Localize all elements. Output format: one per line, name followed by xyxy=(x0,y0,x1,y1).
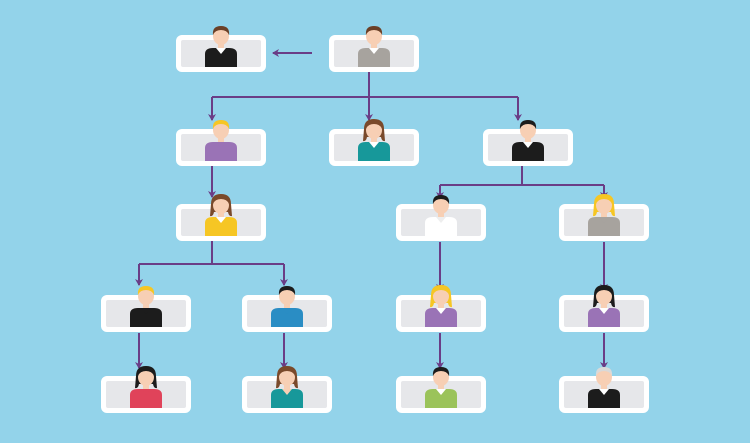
org-card xyxy=(559,367,649,413)
person-avatar-icon xyxy=(358,26,390,67)
line-ceo-branches xyxy=(212,72,518,98)
person-avatar-icon xyxy=(205,120,237,161)
person-avatar-icon xyxy=(205,26,237,67)
org-card xyxy=(242,366,332,413)
org-card xyxy=(329,26,419,72)
org-card xyxy=(101,286,191,332)
person-avatar-icon xyxy=(425,285,457,327)
org-card xyxy=(396,367,486,413)
line-a-subs xyxy=(139,241,284,265)
person-avatar-icon xyxy=(425,195,457,236)
org-card xyxy=(559,285,649,332)
person-avatar-icon xyxy=(512,120,544,161)
org-card xyxy=(396,195,486,241)
person-avatar-icon xyxy=(425,367,457,408)
line-c-subs xyxy=(440,166,604,186)
person-avatar-icon xyxy=(205,194,237,236)
person-avatar-icon xyxy=(588,285,620,327)
person-avatar-icon xyxy=(271,366,303,408)
org-card xyxy=(176,26,266,72)
person-avatar-icon xyxy=(130,366,162,408)
org-card xyxy=(396,285,486,332)
person-avatar-icon xyxy=(588,367,620,408)
org-card xyxy=(329,119,419,166)
person-avatar-icon xyxy=(271,286,303,327)
org-card xyxy=(176,120,266,166)
org-card xyxy=(242,286,332,332)
person-avatar-icon xyxy=(130,286,162,327)
org-card xyxy=(559,194,649,241)
org-card xyxy=(101,366,191,413)
person-avatar-icon xyxy=(358,119,390,161)
org-card xyxy=(483,120,573,166)
org-card xyxy=(176,194,266,241)
person-avatar-icon xyxy=(588,194,620,236)
